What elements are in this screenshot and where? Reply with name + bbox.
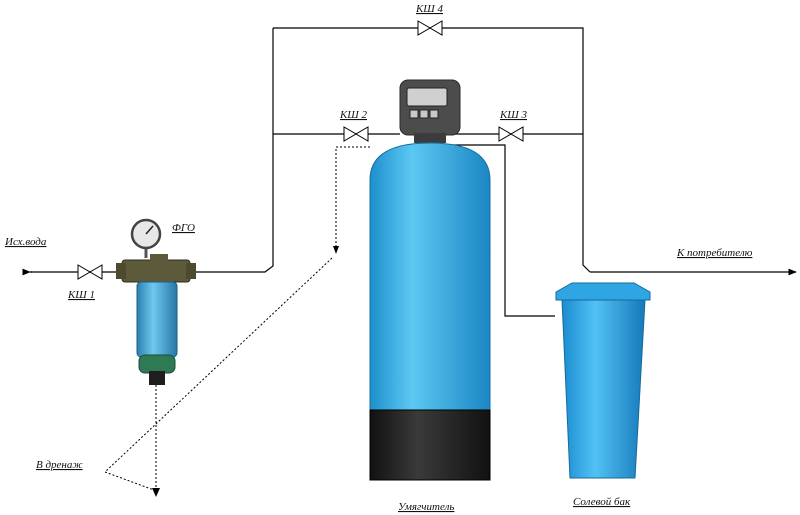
drain-arrow-head	[152, 488, 160, 497]
label-valve-ksh3: КШ 3	[499, 109, 528, 121]
valve-ksh1[interactable]	[77, 264, 103, 280]
control-display	[406, 87, 448, 107]
label-drain: В дренаж	[36, 459, 83, 471]
label-consumer: К потребителю	[676, 247, 753, 259]
softener-tank[interactable]	[369, 79, 491, 481]
valve-ksh3[interactable]	[498, 126, 524, 142]
label-brine-tank: Солевой бак	[573, 496, 631, 508]
brine-line	[448, 144, 555, 317]
valve-ksh2[interactable]	[343, 126, 369, 142]
drain-line-softener	[335, 146, 370, 252]
drain-arrow-head-softener	[333, 246, 339, 254]
label-valve-ksh1: КШ 1	[67, 289, 95, 301]
brine-tank[interactable]	[555, 282, 651, 479]
label-valve-ksh2: КШ 2	[339, 109, 368, 121]
valve-ksh4[interactable]	[417, 20, 443, 36]
label-valve-ksh4: КШ 4	[415, 3, 444, 15]
filter-outlet-pipe	[190, 28, 274, 273]
mechanical-filter[interactable]	[116, 218, 196, 385]
label-source-water: Исх.вода	[4, 236, 47, 248]
label-softener: Умягчитель	[398, 501, 454, 513]
label-filter: ФГО	[172, 222, 195, 234]
